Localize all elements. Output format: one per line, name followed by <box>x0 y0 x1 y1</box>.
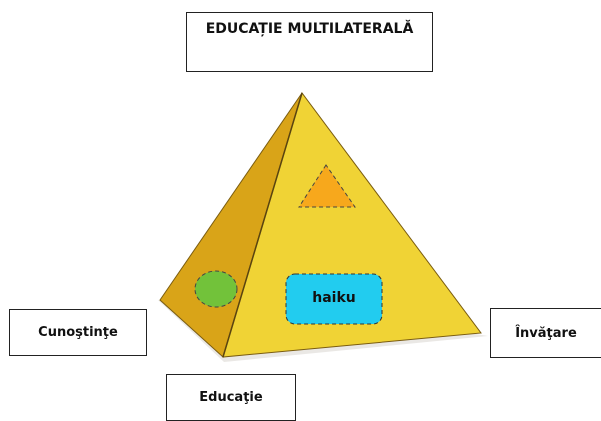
label-box-right: Învăţare <box>490 308 601 358</box>
label-bottom-text: Educaţie <box>199 390 263 405</box>
label-top-text: EDUCAȚIE MULTILATERALĂ <box>205 21 414 37</box>
label-box-top: EDUCAȚIE MULTILATERALĂ <box>186 12 433 72</box>
haiku-label: haiku <box>312 290 356 306</box>
label-box-left: Cunoştinţe <box>9 309 147 356</box>
label-right-text: Învăţare <box>515 325 577 341</box>
pyramid-ridge <box>222 92 303 358</box>
green-circle-shape <box>194 270 238 308</box>
label-box-bottom: Educaţie <box>166 374 296 421</box>
orange-triangle-shape <box>298 164 356 208</box>
haiku-box <box>285 273 383 325</box>
label-left-text: Cunoştinţe <box>38 325 118 340</box>
